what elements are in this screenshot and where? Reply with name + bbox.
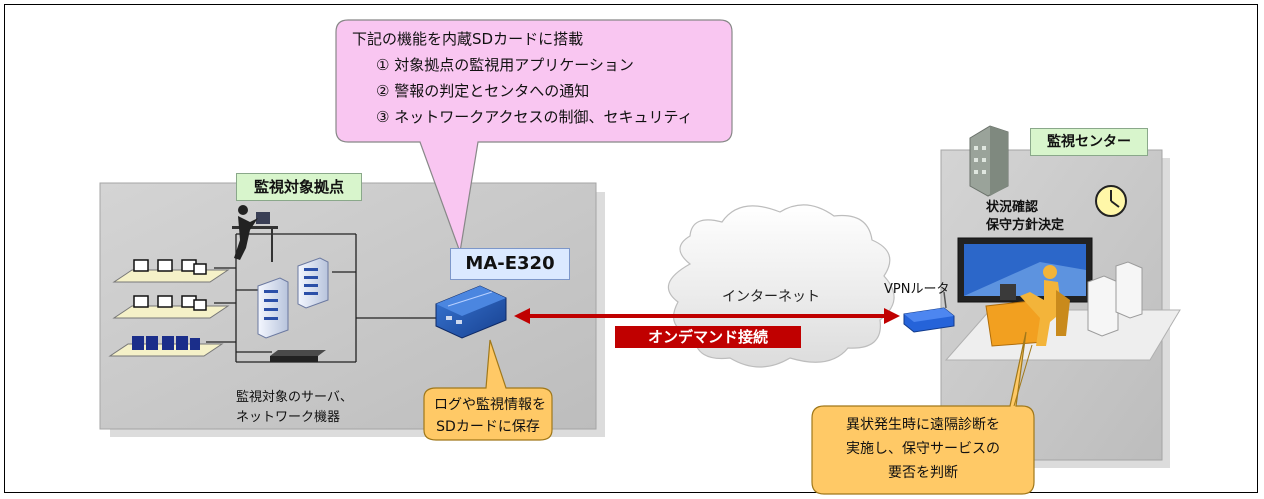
center-callout-line1: 異状発生時に遠隔診断を xyxy=(846,417,1000,433)
building-icon xyxy=(969,125,1009,197)
vpn-router-icon xyxy=(903,291,955,333)
top-callout-item-3: ③ ネットワークアクセスの制御、セキュリティ xyxy=(376,108,693,126)
top-callout-heading: 下記の機能を内蔵SDカードに搭載 xyxy=(352,30,584,48)
monitored-devices-label-line1: 監視対象のサーバ、 xyxy=(236,390,353,405)
site-title: 監視対象拠点 xyxy=(236,173,362,201)
center-title: 監視センター xyxy=(1030,128,1148,156)
center-callout-pointer xyxy=(1013,344,1033,407)
connection-label-bg xyxy=(615,326,801,348)
top-callout-item-2: ② 警報の判定とセンタへの通知 xyxy=(376,82,590,100)
pc-cluster-bottom xyxy=(108,336,224,357)
vpn-router-label: VPNルータ xyxy=(884,282,950,297)
monitored-devices-label-line2: ネットワーク機器 xyxy=(236,410,341,425)
connection-label: オンデマンド接続 xyxy=(647,328,768,346)
pc-cluster-top xyxy=(112,259,230,283)
network-switch-icon xyxy=(270,350,326,362)
internet-label: インターネット xyxy=(722,289,820,305)
ma-e320-label: MA-E320 xyxy=(450,248,570,280)
center-callout-line2: 実施し、保守サービスの xyxy=(846,441,1000,457)
large-monitor-icon xyxy=(957,237,1093,303)
ma-e320-device-icon xyxy=(435,285,507,339)
pc-tower-icon xyxy=(1087,261,1143,337)
log-callout-line2: SDカードに保存 xyxy=(436,419,540,435)
operator-desk-icon xyxy=(985,265,1070,347)
log-callout-bubble xyxy=(423,339,553,441)
top-callout-bubble xyxy=(335,19,733,255)
top-callout-item-1: ① 対象拠点の監視用アプリケーション xyxy=(376,56,634,74)
center-callout-line3: 要否を判断 xyxy=(888,465,958,481)
center-callout-bubble xyxy=(811,331,1035,495)
log-callout-line1: ログや監視情報を xyxy=(434,397,546,413)
on-demand-connection-arrow xyxy=(514,308,900,324)
server-icon xyxy=(297,257,329,309)
center-status-line1: 状況確認 xyxy=(986,200,1039,215)
clock-icon xyxy=(1095,185,1127,217)
operator-icon xyxy=(232,205,278,262)
center-status-line2: 保守方針決定 xyxy=(986,218,1065,233)
server-icon xyxy=(257,277,289,339)
pc-cluster-middle xyxy=(112,295,230,319)
